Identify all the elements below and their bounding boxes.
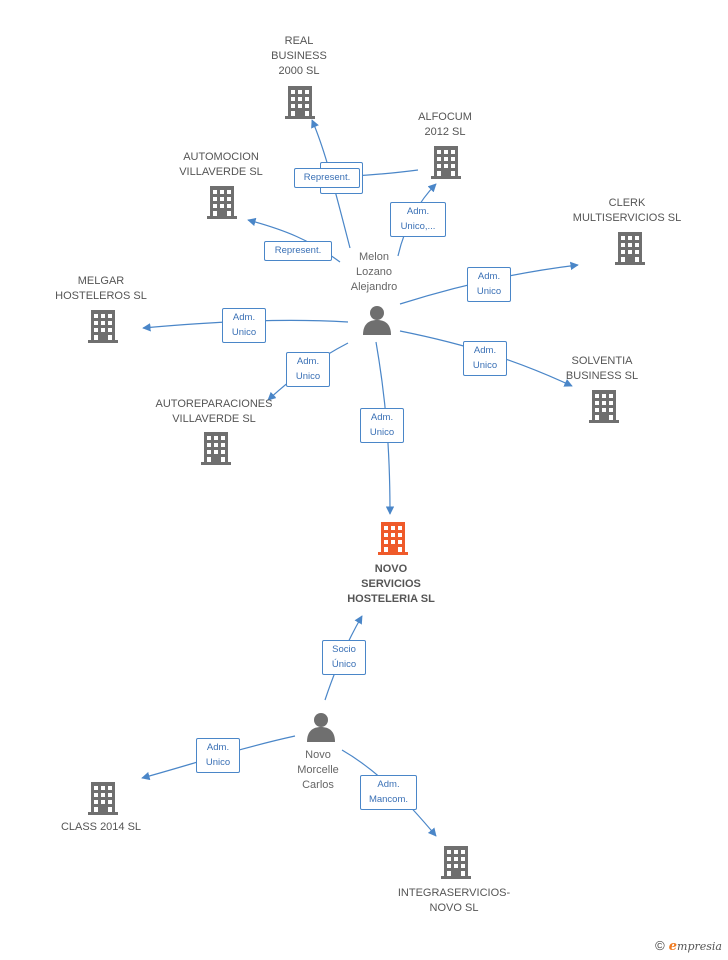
building-icon-integraservicios[interactable]	[441, 846, 471, 879]
person-icon-novo[interactable]	[307, 713, 335, 742]
building-icon-novo-servicios[interactable]	[378, 522, 408, 555]
person-icon-melon[interactable]	[363, 306, 391, 335]
company-label-automocion[interactable]: AUTOMOCION VILLAVERDE SL	[179, 151, 263, 178]
edge-label-adm-clerk: Adm. Unico	[467, 267, 511, 302]
person-label-melon[interactable]: Melon Lozano Alejandro	[350, 251, 398, 293]
edge-label-adm-alfocum: Adm. Unico,...	[390, 202, 446, 237]
edge-label-adm-solventia: Adm. Unico	[463, 341, 507, 376]
building-icon-real-business[interactable]	[285, 86, 315, 119]
company-label-alfocum[interactable]: ALFOCUM 2012 SL	[418, 111, 472, 138]
person-label-novo[interactable]: Novo Morcelle Carlos	[297, 749, 339, 791]
building-icon-alfocum[interactable]	[431, 146, 461, 179]
company-label-real-business[interactable]: REAL BUSINESS 2000 SL	[271, 35, 327, 77]
edge-label-adm-melgar: Adm. Unico	[222, 308, 266, 343]
footer-brand: ©empresia	[655, 938, 722, 954]
edge-label-represent-real: Represent.	[294, 168, 360, 188]
edge-label-socio-unico: Socio Único	[322, 640, 366, 675]
edge-label-represent-automocion: Represent.	[264, 241, 332, 261]
company-label-integraservicios[interactable]: INTEGRASERVICIOS- NOVO SL	[397, 887, 511, 914]
empresia-logo: empresia	[668, 939, 722, 954]
building-icon-automocion[interactable]	[207, 186, 237, 219]
edge-label-adm-novo-servicios: Adm. Unico	[360, 408, 404, 443]
building-icon-clerk[interactable]	[615, 232, 645, 265]
edge-label-adm-mancom: Adm. Mancom.	[360, 775, 417, 810]
building-icon-class2014[interactable]	[88, 782, 118, 815]
company-label-clerk[interactable]: CLERK MULTISERVICIOS SL	[572, 197, 682, 224]
copyright-icon: ©	[655, 938, 665, 953]
edge-label-adm-class2014: Adm. Unico	[196, 738, 240, 773]
company-label-class2014[interactable]: CLASS 2014 SL	[60, 821, 142, 833]
building-icon-melgar[interactable]	[88, 310, 118, 343]
company-label-melgar[interactable]: MELGAR HOSTELEROS SL	[55, 275, 147, 302]
company-label-novo-servicios[interactable]: NOVO SERVICIOS HOSTELERIA SL	[347, 563, 435, 605]
building-icon-autoreparaciones[interactable]	[201, 432, 231, 465]
edge-label-adm-autoreparaciones: Adm. Unico	[286, 352, 330, 387]
company-label-autoreparaciones[interactable]: AUTOREPARACIONES VILLAVERDE SL	[155, 398, 273, 425]
building-icon-solventia[interactable]	[589, 390, 619, 423]
company-label-solventia[interactable]: SOLVENTIA BUSINESS SL	[565, 355, 639, 382]
